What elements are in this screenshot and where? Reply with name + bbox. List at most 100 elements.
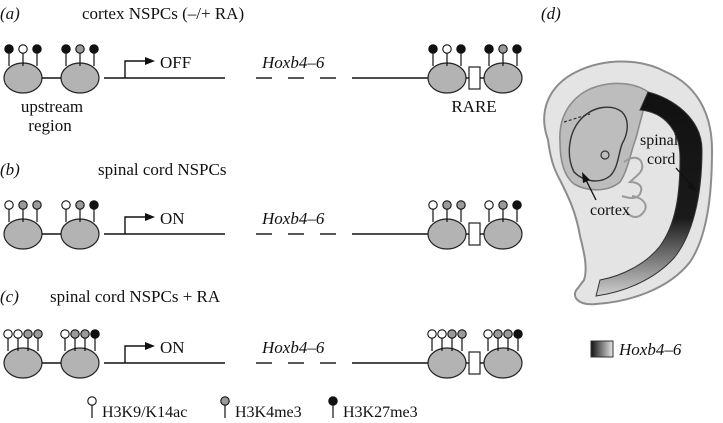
tss-arrow: [124, 345, 145, 363]
cortex-pointer: [585, 179, 597, 201]
histone-mark-white: [60, 329, 70, 339]
brain-boundary: [563, 113, 591, 123]
spinal-cord: [595, 91, 703, 297]
panel-c-title: spinal cord NSPCs + RA: [50, 287, 221, 306]
panel-c-gene: Hoxb4–6: [261, 338, 325, 357]
histone-mark-grey: [32, 200, 42, 210]
nucleosome: [3, 62, 43, 94]
histone-mark-white: [428, 200, 438, 210]
histone-mark-grey: [503, 329, 513, 339]
spinal-label: spinal: [640, 132, 679, 149]
nucleosome: [427, 62, 467, 94]
histone-mark-black: [456, 44, 466, 54]
histone-mark-black: [89, 200, 99, 210]
nucleosome: [3, 347, 43, 379]
rare-element: [468, 222, 481, 246]
panel-a-status: OFF: [160, 53, 191, 72]
histone-mark-grey: [493, 329, 503, 339]
histone-mark-black: [90, 329, 100, 339]
histone-mark-white: [61, 200, 71, 210]
region-label: region: [28, 116, 72, 135]
nucleosome: [60, 347, 100, 379]
histone-mark-black: [61, 44, 71, 54]
legend-label: H3K4me3: [235, 404, 302, 421]
histone-mark-white: [87, 396, 97, 406]
histone-mark-grey: [456, 200, 466, 210]
panel-b-locus: [3, 200, 523, 250]
histone-mark-grey: [75, 200, 85, 210]
gradient-legend-label: Hoxb4–6: [618, 340, 682, 359]
cord-label: cord: [647, 151, 675, 168]
panel-b-gene: Hoxb4–6: [261, 209, 325, 228]
upstream-label: upstream: [21, 97, 83, 116]
embryo-illustration: [543, 60, 714, 306]
histone-legend: H3K9/K14ac H3K4me3 H3K27me3: [87, 396, 418, 421]
panel-a-title: cortex NSPCs (–/+ RA): [82, 4, 244, 23]
histone-mark-black: [512, 44, 522, 54]
nucleosome: [427, 218, 467, 250]
histone-mark-grey: [442, 200, 452, 210]
histone-mark-grey: [23, 329, 33, 339]
tss-arrow: [124, 216, 145, 234]
embryo-head: [559, 82, 649, 191]
panel-b: (b) spinal cord NSPCs ON Hoxb4–6: [0, 160, 523, 250]
spinal-pointer: [675, 167, 693, 187]
eye-icon: [600, 150, 610, 160]
nucleosome: [483, 218, 523, 250]
panel-a: (a) cortex NSPCs (–/+ RA) OFF Hoxb4–6 up…: [0, 4, 523, 135]
panel-c: (c) spinal cord NSPCs + RA ON Hoxb4–6: [0, 287, 523, 379]
panel-d-letter: (d): [541, 4, 561, 23]
histone-marks: [3, 329, 523, 351]
histone-mark-black: [89, 44, 99, 54]
panel-b-title: spinal cord NSPCs: [98, 160, 226, 179]
histone-mark-black: [328, 396, 338, 406]
histone-mark-black: [4, 44, 14, 54]
histone-mark-white: [483, 329, 493, 339]
histone-mark-black: [512, 200, 522, 210]
histone-mark-grey: [220, 396, 230, 406]
nucleosome: [483, 347, 523, 379]
legend-label: H3K27me3: [343, 404, 418, 421]
panel-b-status: ON: [160, 209, 185, 228]
panel-b-letter: (b): [0, 160, 20, 179]
rare-label: RARE: [451, 97, 496, 116]
histone-mark-grey: [498, 44, 508, 54]
histone-mark-grey: [80, 329, 90, 339]
histone-mark-white: [3, 329, 13, 339]
histone-mark-grey: [457, 329, 467, 339]
histone-mark-grey: [498, 200, 508, 210]
histone-mark-white: [13, 329, 23, 339]
legend-label: H3K9/K14ac: [102, 404, 187, 421]
panel-a-letter: (a): [0, 4, 20, 23]
histone-mark-black: [484, 44, 494, 54]
histone-marks: [4, 200, 522, 222]
nucleosome: [60, 218, 100, 250]
cortex-label: cortex: [590, 202, 630, 219]
histone-mark-grey: [18, 200, 28, 210]
histone-mark-white: [18, 44, 28, 54]
histone-mark-grey: [447, 329, 457, 339]
histone-mark-grey: [75, 44, 85, 54]
rare-element: [468, 351, 481, 375]
panel-a-locus: [3, 44, 523, 94]
nucleosome: [483, 62, 523, 94]
histone-mark-black: [428, 44, 438, 54]
forelimb: [625, 195, 647, 218]
histone-mark-black: [32, 44, 42, 54]
tss-arrowhead: [145, 57, 155, 65]
histone-mark-white: [4, 200, 14, 210]
tss-arrow: [124, 60, 145, 78]
nucleosome: [3, 218, 43, 250]
nucleosome: [60, 62, 100, 94]
histone-mark-white: [437, 329, 447, 339]
histone-mark-black: [513, 329, 523, 339]
forebrain-outline: [568, 106, 628, 182]
histone-mark-grey: [33, 329, 43, 339]
panel-d: (d) cortex spinal cord H: [541, 4, 714, 359]
rare-element: [468, 66, 481, 90]
histone-mark-white: [484, 200, 494, 210]
panel-c-letter: (c): [0, 287, 19, 306]
panel-c-status: ON: [160, 338, 185, 357]
panel-c-locus: [3, 329, 523, 379]
histone-marks: [4, 44, 522, 66]
